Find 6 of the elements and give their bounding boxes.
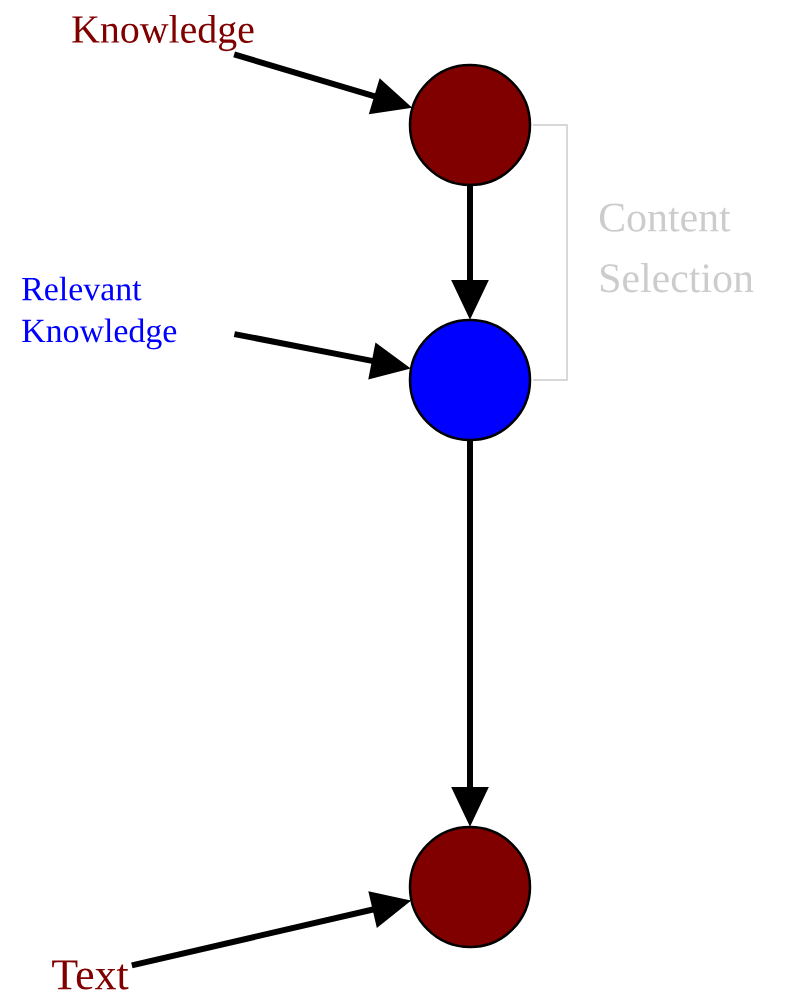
node-label: Knowledge [72, 14, 254, 52]
circle-node [408, 825, 532, 949]
circle-node [408, 318, 532, 442]
circle-node [408, 63, 532, 187]
node-label: Text [52, 960, 129, 990]
node-label: Relevant Knowledge [22, 276, 177, 350]
